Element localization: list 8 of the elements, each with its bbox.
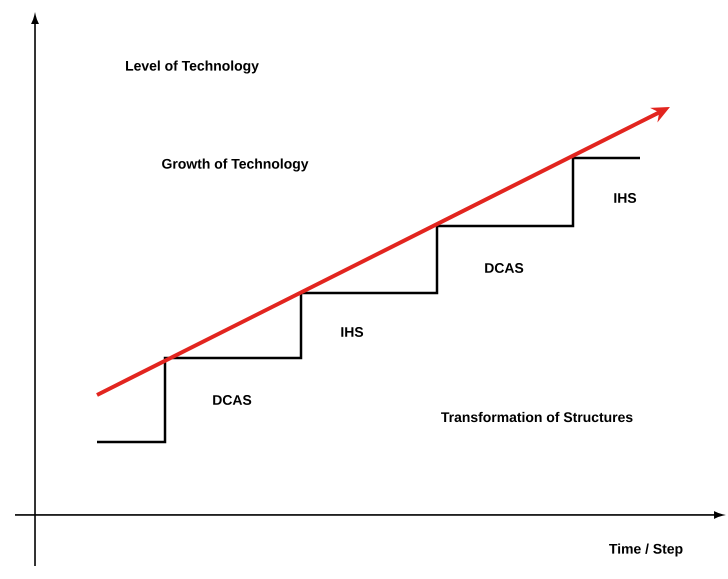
axis-label: DCAS [485, 263, 524, 273]
axis-label: IHS [341, 327, 364, 337]
axis-label: DCAS [213, 395, 252, 405]
axis-label: Transformation of Structures [441, 412, 633, 422]
axis-label: Level of Technology [126, 60, 259, 74]
axis-label: Growth of Technology [162, 158, 308, 172]
axis-label: IHS [614, 193, 636, 203]
axis-label: Time / Step [609, 543, 682, 556]
